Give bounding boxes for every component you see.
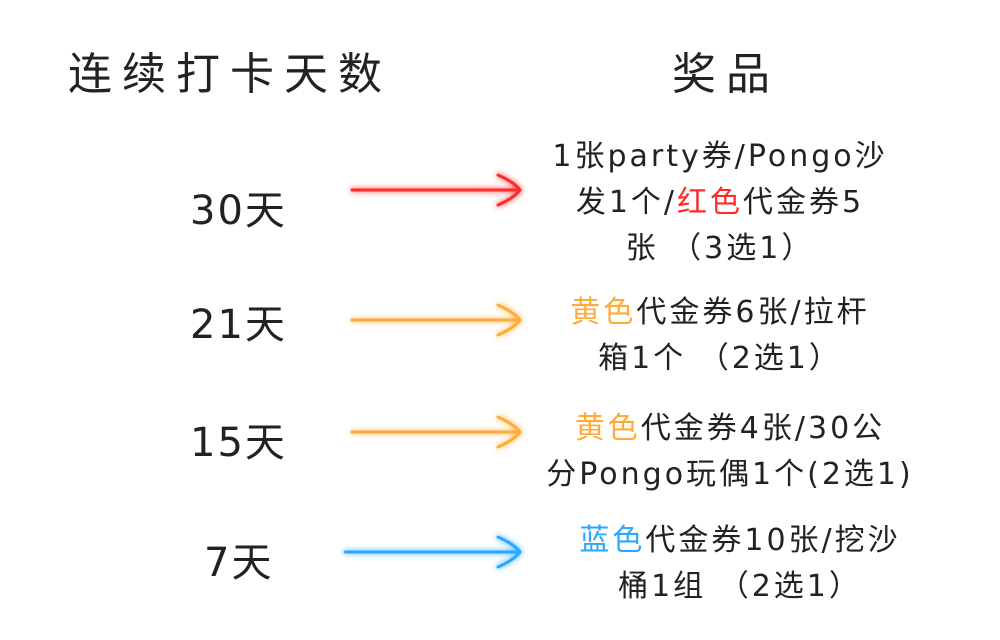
days-label: 15天 bbox=[190, 420, 287, 466]
prize-color-highlight: 红色 bbox=[677, 185, 744, 220]
prize-line: 箱1个 （2选1） bbox=[530, 336, 910, 382]
prize-text: 代金券5 bbox=[743, 185, 865, 220]
prize-line: 张 （3选1） bbox=[530, 226, 910, 272]
prize-text: 代金券10张/挖沙 bbox=[645, 523, 901, 558]
prize-text: 发1个/ bbox=[575, 185, 678, 220]
prize-line: 发1个/红色代金券5 bbox=[530, 180, 910, 226]
prize-text: 代金券6张/拉杆 bbox=[636, 295, 870, 330]
prize-color-highlight: 黄色 bbox=[574, 411, 641, 446]
days-label: 21天 bbox=[190, 302, 287, 348]
prize-text: 张 （3选1） bbox=[625, 231, 815, 266]
prize-line: 黄色代金券4张/30公 bbox=[530, 406, 930, 452]
days-column-title: 连续打卡天数 bbox=[68, 49, 392, 100]
arrow-icon bbox=[350, 173, 522, 207]
prize-text: 桶1组 （2选1） bbox=[618, 569, 862, 604]
arrow-icon bbox=[350, 415, 522, 449]
prize-color-highlight: 蓝色 bbox=[579, 523, 646, 558]
days-label: 30天 bbox=[190, 188, 287, 234]
prize-line: 分Pongo玩偶1个(2选1) bbox=[530, 452, 930, 498]
days-label: 7天 bbox=[204, 540, 274, 586]
prize-line: 桶1组 （2选1） bbox=[530, 564, 950, 610]
prize-text: 1张party券/Pongo沙 bbox=[552, 139, 888, 174]
prize-line: 1张party券/Pongo沙 bbox=[530, 134, 910, 180]
prize-column-title: 奖品 bbox=[672, 49, 780, 100]
prize-text: 分Pongo玩偶1个(2选1) bbox=[546, 457, 914, 492]
prize-description: 蓝色代金券10张/挖沙桶1组 （2选1） bbox=[530, 518, 950, 610]
prize-text: 箱1个 （2选1） bbox=[598, 341, 842, 376]
prize-line: 黄色代金券6张/拉杆 bbox=[530, 290, 910, 336]
prize-text: 代金券4张/30公 bbox=[640, 411, 886, 446]
prize-description: 黄色代金券6张/拉杆箱1个 （2选1） bbox=[530, 290, 910, 382]
arrow-icon bbox=[343, 535, 522, 569]
prize-description: 1张party券/Pongo沙发1个/红色代金券5 张 （3选1） bbox=[530, 134, 910, 272]
prize-description: 黄色代金券4张/30公分Pongo玩偶1个(2选1) bbox=[530, 406, 930, 498]
prize-line: 蓝色代金券10张/挖沙 bbox=[530, 518, 950, 564]
arrow-icon bbox=[350, 303, 522, 337]
prize-color-highlight: 黄色 bbox=[570, 295, 637, 330]
